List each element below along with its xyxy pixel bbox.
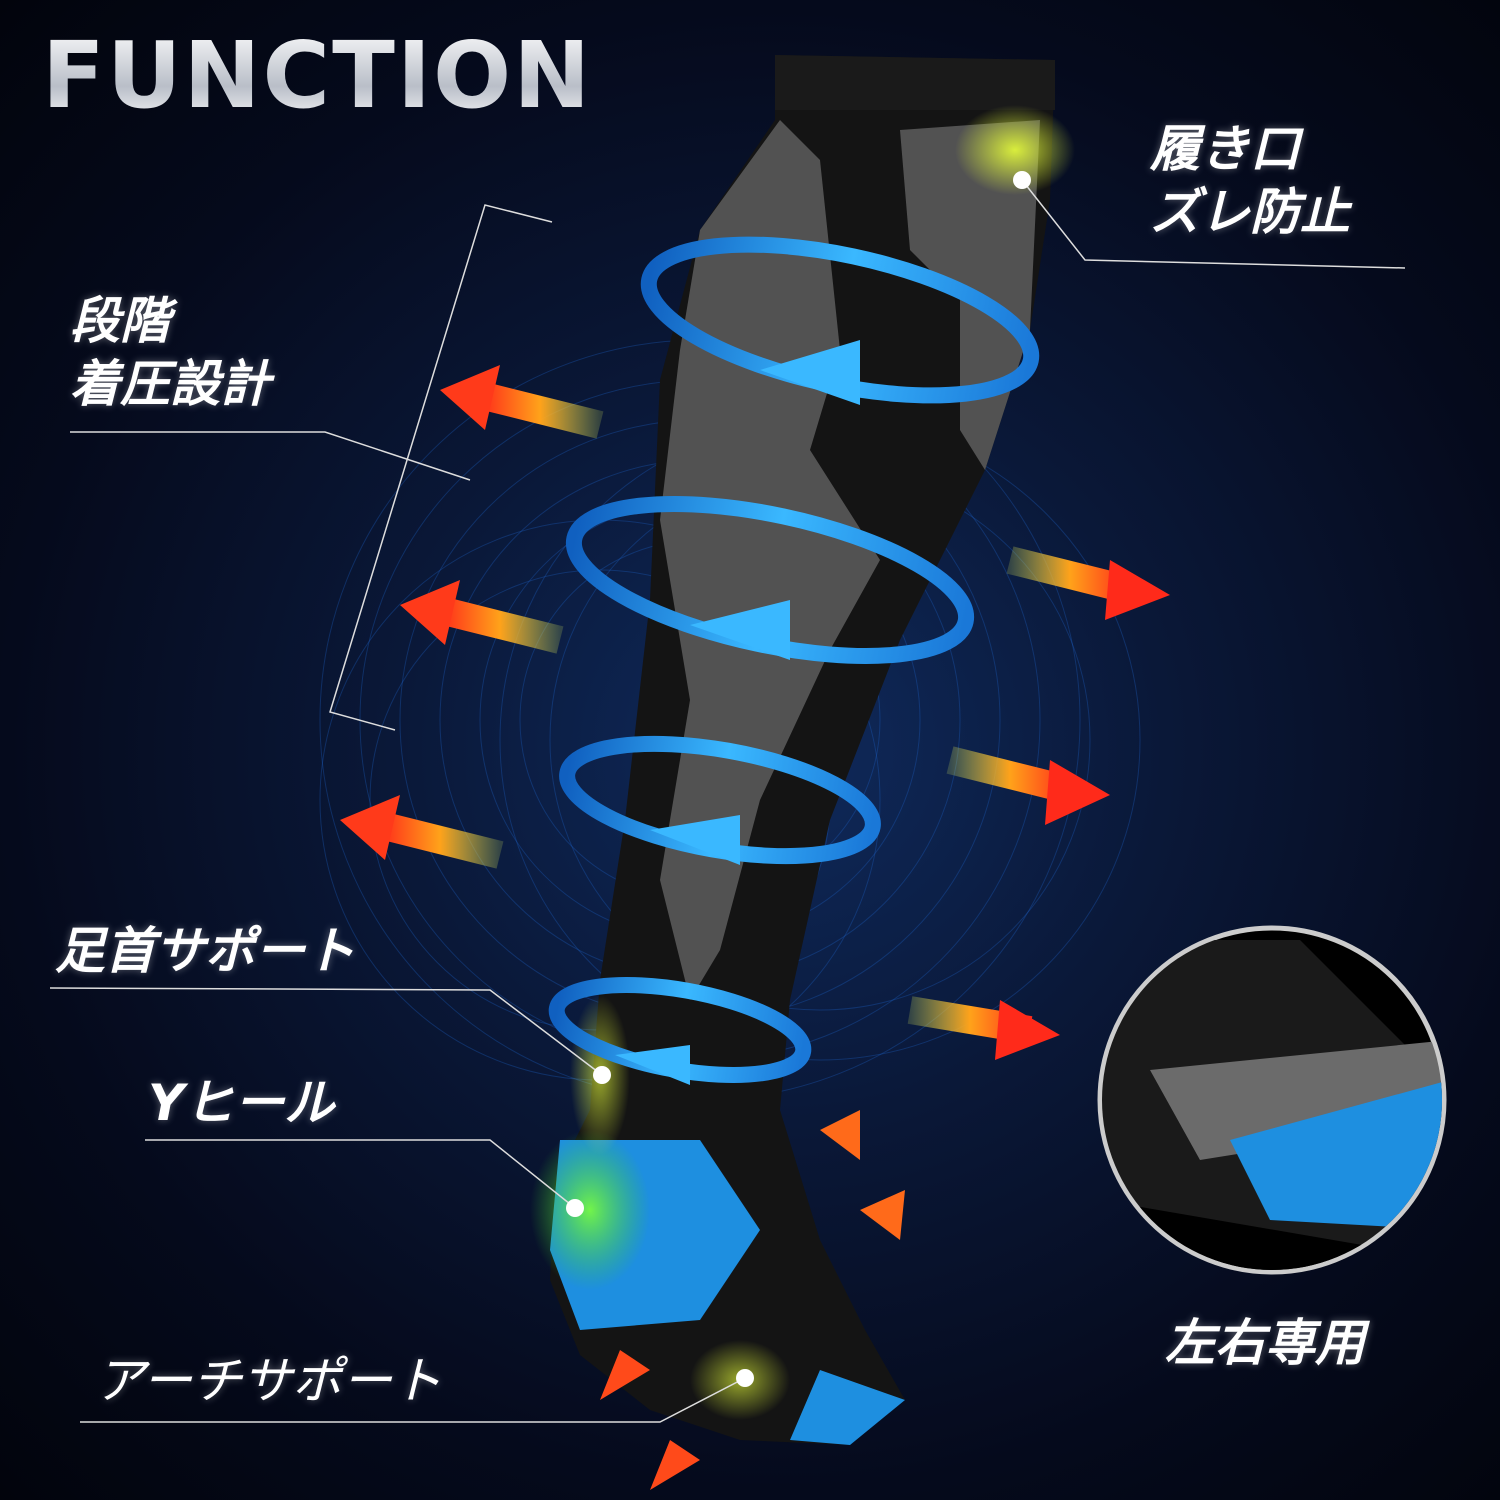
arch-support-label: アーチサポート (95, 1352, 442, 1410)
cuff-label-line2: ズレ防止 (1150, 182, 1350, 241)
toe-inset (1097, 925, 1447, 1275)
page-title: FUNCTION (42, 22, 593, 129)
cuff-label-line1: 履き口 (1150, 120, 1300, 178)
graduated-label-line2: 着圧設計 (70, 354, 270, 413)
marker-dots (566, 171, 1031, 1387)
ring-arrowheads (615, 340, 860, 1085)
left-right-label: 左右専用 (1165, 1314, 1365, 1372)
cuff-label: 履き口 ズレ防止 (1150, 118, 1350, 243)
y-heel-label: Yヒール (148, 1074, 335, 1132)
leader-lines (49, 179, 1406, 1423)
graduated-compression-label: 段階 着圧設計 (70, 290, 270, 415)
ankle-support-label: 足首サポート (55, 922, 355, 980)
graduated-label-line1: 段階 (70, 292, 170, 350)
arrowheads (340, 365, 1170, 1490)
